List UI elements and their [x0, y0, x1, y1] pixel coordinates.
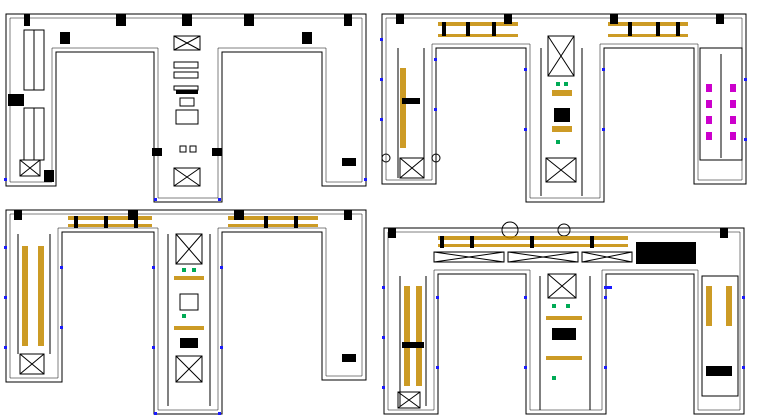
floor-plan-top-right-drawing — [380, 13, 747, 203]
floor-plan-bottom-right-drawing — [382, 221, 745, 415]
floor-plan-bottom-left-drawing — [4, 209, 367, 415]
floor-plan-bottom-right — [380, 216, 752, 418]
floor-plan-top-left — [4, 10, 370, 205]
dark-block — [636, 242, 696, 264]
floor-plan-top-left-drawing — [4, 13, 367, 203]
floor-plan-top-right — [376, 8, 750, 206]
floor-plan-bottom-left — [4, 206, 370, 418]
